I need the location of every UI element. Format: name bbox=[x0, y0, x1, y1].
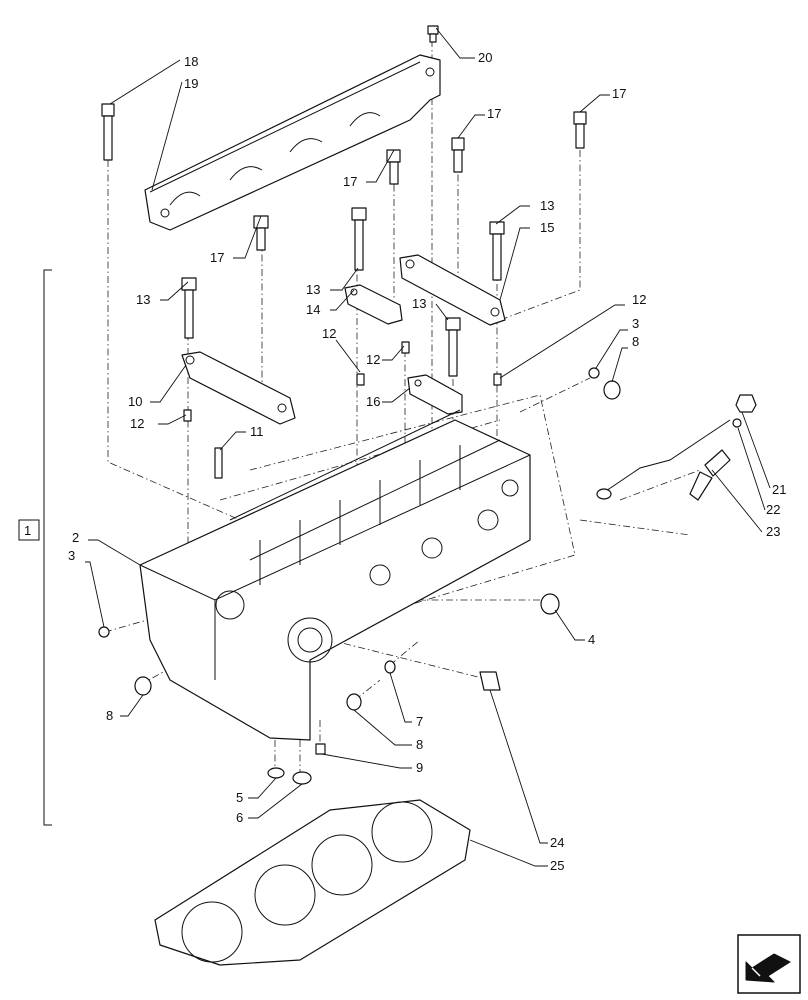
callout-21: 21 bbox=[772, 482, 786, 497]
callout-6: 6 bbox=[236, 810, 243, 825]
bolt-13c bbox=[489, 221, 505, 281]
callout-13: 13 bbox=[540, 198, 554, 213]
callout-3: 3 bbox=[632, 316, 639, 331]
callout-11: 11 bbox=[250, 424, 264, 439]
callout-15: 15 bbox=[540, 220, 554, 235]
callout-23: 23 bbox=[766, 524, 780, 539]
leader-lines bbox=[85, 27, 771, 867]
callout-16: 16 bbox=[366, 394, 380, 409]
callout-19: 19 bbox=[184, 76, 198, 91]
bearing-cap-10 bbox=[181, 351, 296, 425]
callout-5: 5 bbox=[236, 790, 243, 805]
callout-12: 12 bbox=[130, 416, 144, 431]
callout-13: 13 bbox=[136, 292, 150, 307]
bolt-13a bbox=[181, 277, 197, 339]
callout-18: 18 bbox=[184, 54, 198, 69]
bolt-17c bbox=[386, 149, 401, 185]
bearing-cap-15 bbox=[399, 254, 506, 326]
callout-22: 22 bbox=[766, 502, 780, 517]
cylinder-head bbox=[139, 409, 531, 741]
callout-8: 8 bbox=[632, 334, 639, 349]
callout-17: 17 bbox=[343, 174, 357, 189]
bearing-cap-14 bbox=[344, 284, 403, 325]
callout-12: 12 bbox=[632, 292, 646, 307]
callout-labels: 18 19 20 17 17 17 17 13 13 13 13 15 14 1… bbox=[68, 50, 786, 873]
bearing-cap-16 bbox=[407, 374, 463, 415]
callout-17: 17 bbox=[210, 250, 224, 265]
callout-10: 10 bbox=[128, 394, 142, 409]
callout-12: 12 bbox=[366, 352, 380, 367]
callout-24: 24 bbox=[550, 835, 564, 850]
camshaft-carrier bbox=[144, 54, 441, 231]
group-bracket: 1 bbox=[18, 269, 52, 826]
callout-14: 14 bbox=[306, 302, 320, 317]
bolt-18 bbox=[101, 103, 115, 161]
callout-4: 4 bbox=[588, 632, 595, 647]
group-label: 1 bbox=[24, 523, 31, 538]
callout-2: 2 bbox=[72, 530, 79, 545]
callout-13: 13 bbox=[412, 296, 426, 311]
plugs-and-seals bbox=[98, 367, 621, 785]
head-gasket bbox=[154, 799, 471, 966]
callout-3: 3 bbox=[68, 548, 75, 563]
callout-7: 7 bbox=[416, 714, 423, 729]
bolt-17d bbox=[253, 215, 269, 251]
callout-17: 17 bbox=[612, 86, 626, 101]
callout-8: 8 bbox=[416, 737, 423, 752]
callout-9: 9 bbox=[416, 760, 423, 775]
callout-25: 25 bbox=[550, 858, 564, 873]
callout-8: 8 bbox=[106, 708, 113, 723]
arrow-box-icon[interactable] bbox=[737, 934, 801, 994]
callout-20: 20 bbox=[478, 50, 492, 65]
bolt-13b bbox=[351, 207, 367, 271]
glow-plug-assembly bbox=[596, 394, 757, 501]
bolt-17a bbox=[573, 111, 587, 149]
callout-17: 17 bbox=[487, 106, 501, 121]
dowels bbox=[183, 341, 502, 479]
callout-12: 12 bbox=[322, 326, 336, 341]
callout-13: 13 bbox=[306, 282, 320, 297]
bolt-13d bbox=[445, 317, 461, 377]
bolt-17b bbox=[451, 137, 465, 173]
bolt-20 bbox=[427, 25, 439, 43]
